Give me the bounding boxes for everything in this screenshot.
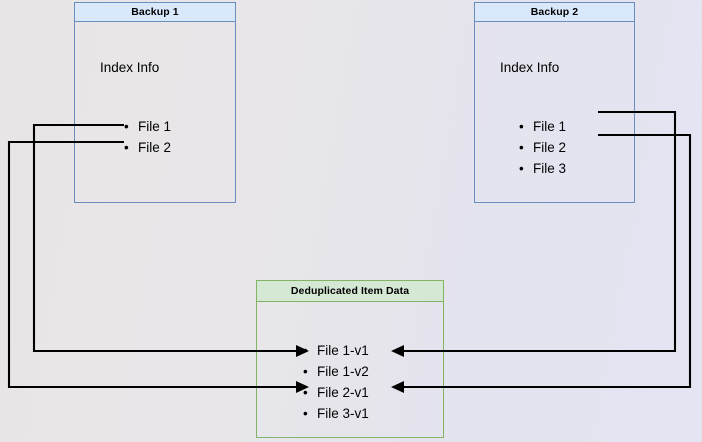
list-item[interactable]: File 2 [519,137,566,158]
list-item[interactable]: File 2 [124,137,171,158]
list-item[interactable]: File 1 [519,116,566,137]
backup1-header-label: Backup 1 [131,6,179,18]
list-item[interactable]: File 2-v1 [303,382,369,403]
list-item[interactable]: File 1-v2 [303,361,369,382]
backup1-header[interactable]: Backup 1 [74,2,236,22]
backup2-index-info-label: Index Info [500,60,560,75]
list-item[interactable]: File 3-v1 [303,403,369,424]
backup2-header[interactable]: Backup 2 [474,2,635,22]
backup2-header-label: Backup 2 [530,6,579,18]
list-item[interactable]: File 1-v1 [303,340,369,361]
backup2-file-list: File 1 File 2 File 3 [519,116,566,179]
dedup-header[interactable]: Deduplicated Item Data [256,280,444,302]
list-item[interactable]: File 1 [124,116,171,137]
dedup-item-list: File 1-v1 File 1-v2 File 2-v1 File 3-v1 [303,340,369,424]
list-item[interactable]: File 3 [519,158,566,179]
backup1-index-info-label: Index Info [100,60,160,75]
dedup-header-label: Deduplicated Item Data [290,285,410,297]
backup1-body[interactable] [74,22,236,203]
backup1-file-list: File 1 File 2 [124,116,171,158]
